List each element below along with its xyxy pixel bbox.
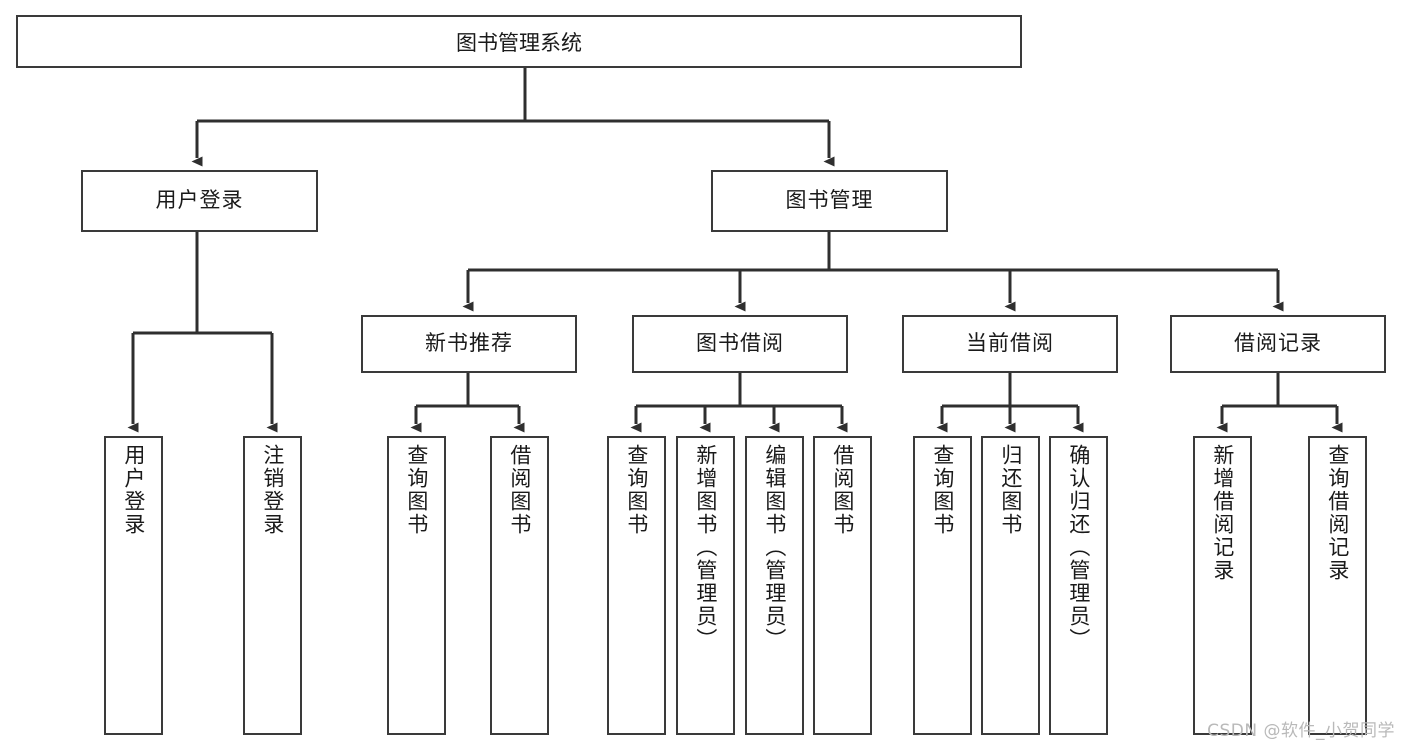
leaf-current-confirm-return[interactable]: 确认归还（管理员） xyxy=(1049,436,1108,735)
node-label: 借阅记录 xyxy=(1234,331,1322,356)
node-new-book-recommend[interactable]: 新书推荐 xyxy=(361,315,577,373)
node-label: 用户登录 xyxy=(155,188,244,213)
node-label: 图书借阅 xyxy=(696,331,784,356)
node-label: 借阅图书 xyxy=(507,444,532,536)
node-label: 新增图书（管理员） xyxy=(693,444,718,651)
watermark-text: CSDN @软件_小贺同学 xyxy=(1207,721,1395,741)
node-book-borrow[interactable]: 图书借阅 xyxy=(632,315,848,373)
node-label: 归还图书 xyxy=(998,444,1023,536)
node-root-system[interactable]: 图书管理系统 xyxy=(16,15,1022,68)
leaf-recommend-borrow-book[interactable]: 借阅图书 xyxy=(490,436,549,735)
leaf-records-add-record[interactable]: 新增借阅记录 xyxy=(1193,436,1252,735)
leaf-borrow-add-book[interactable]: 新增图书（管理员） xyxy=(676,436,735,735)
node-label: 用户登录 xyxy=(121,444,146,536)
node-label: 查询图书 xyxy=(404,444,429,536)
node-user-login[interactable]: 用户登录 xyxy=(81,170,318,232)
leaf-records-query-record[interactable]: 查询借阅记录 xyxy=(1308,436,1367,735)
node-label: 查询图书 xyxy=(624,444,649,536)
leaf-current-query-book[interactable]: 查询图书 xyxy=(913,436,972,735)
node-label: 图书管理系统 xyxy=(456,30,582,55)
node-current-borrow[interactable]: 当前借阅 xyxy=(902,315,1118,373)
node-label: 注销登录 xyxy=(260,444,285,536)
leaf-borrow-edit-book[interactable]: 编辑图书（管理员） xyxy=(745,436,804,735)
node-label: 确认归还（管理员） xyxy=(1066,444,1091,651)
leaf-borrow-borrow-book[interactable]: 借阅图书 xyxy=(813,436,872,735)
leaf-current-return-book[interactable]: 归还图书 xyxy=(981,436,1040,735)
node-label: 查询图书 xyxy=(930,444,955,536)
node-label: 借阅图书 xyxy=(830,444,855,536)
node-label: 当前借阅 xyxy=(966,331,1054,356)
node-label: 图书管理 xyxy=(785,188,874,213)
node-label: 编辑图书（管理员） xyxy=(762,444,787,651)
node-book-management[interactable]: 图书管理 xyxy=(711,170,948,232)
leaf-recommend-query-book[interactable]: 查询图书 xyxy=(387,436,446,735)
node-label: 新增借阅记录 xyxy=(1210,444,1235,582)
node-label: 新书推荐 xyxy=(425,331,513,356)
leaf-user-login-logout[interactable]: 注销登录 xyxy=(243,436,302,735)
node-borrow-records[interactable]: 借阅记录 xyxy=(1170,315,1386,373)
leaf-user-login-login[interactable]: 用户登录 xyxy=(104,436,163,735)
leaf-borrow-query-book[interactable]: 查询图书 xyxy=(607,436,666,735)
node-label: 查询借阅记录 xyxy=(1325,444,1350,582)
